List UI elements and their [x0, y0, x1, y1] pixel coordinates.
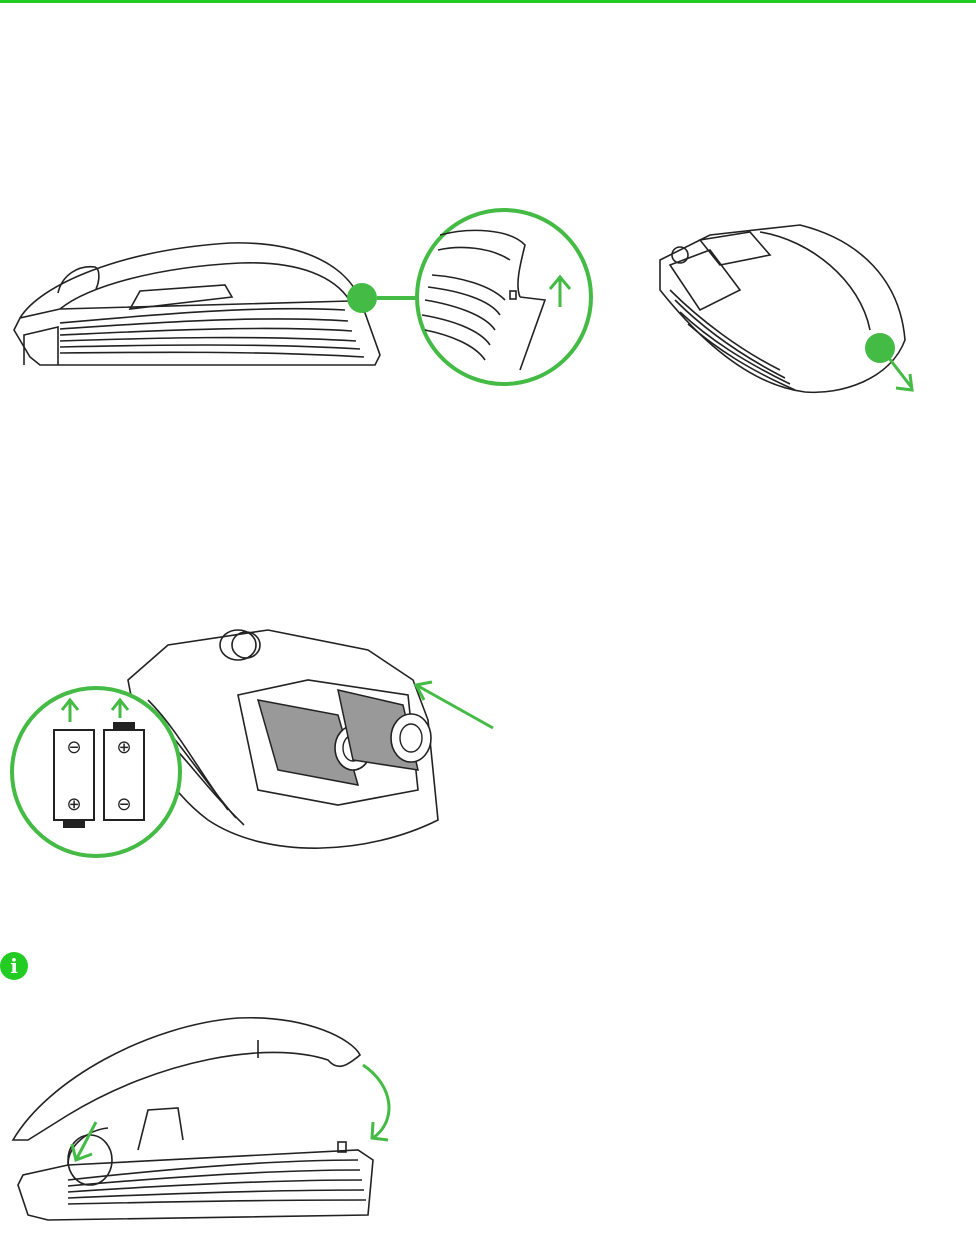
arrow-down-right-icon: [885, 353, 912, 390]
curved-arrow-icon: [363, 1065, 389, 1140]
battery-left-bottom-label: ⊕: [66, 794, 81, 815]
aa-battery-right: [338, 690, 431, 770]
figure-mouse-side-release: [0, 205, 600, 390]
battery-right-bottom-label: ⊖: [116, 794, 131, 815]
green-dot-marker: [347, 283, 377, 313]
top-rule: [0, 0, 976, 3]
figure-mouse-top-pull: [640, 220, 930, 400]
figure-battery-compartment: ⊖ ⊕ ⊕ ⊖: [8, 620, 508, 860]
battery-left-top-label: ⊖: [66, 737, 81, 758]
figure-mouse-close-lid: [8, 1010, 408, 1225]
info-icon: i: [0, 952, 28, 980]
info-glyph: i: [10, 954, 18, 978]
zoom-circle-icon: [417, 210, 591, 384]
battery-right-top-label: ⊕: [116, 737, 131, 758]
battery-orientation-circle: ⊖ ⊕ ⊕ ⊖: [12, 688, 180, 856]
